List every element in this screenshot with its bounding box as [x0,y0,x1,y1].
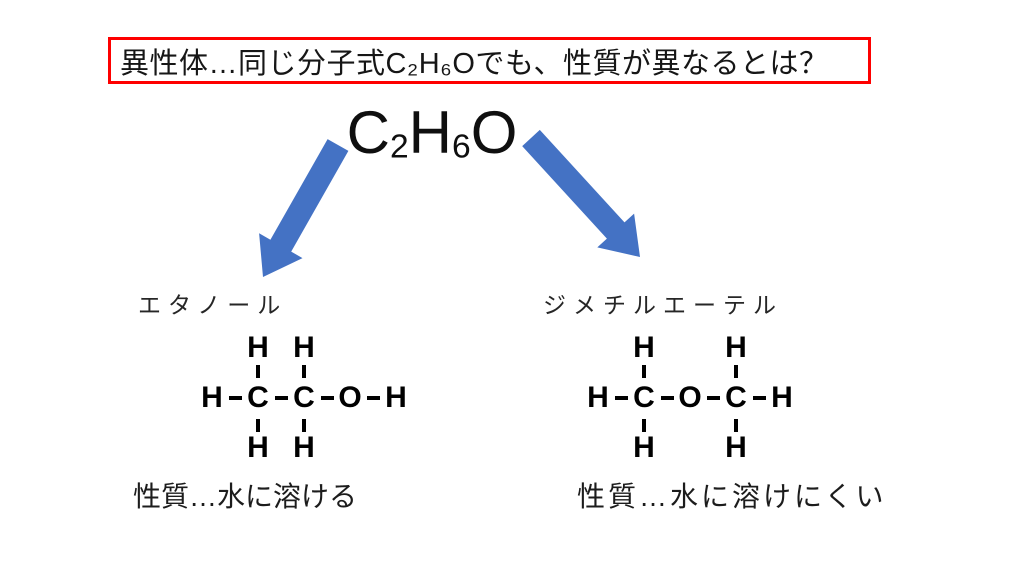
molecular-formula: C2H6O [332,101,532,180]
bond-horizontal [750,378,768,418]
atom-hydrogen: H [633,431,655,464]
atom-hydrogen: H [293,331,315,364]
atom-hydrogen: H [633,331,655,364]
atom-oxygen: O [678,381,702,414]
formula-symbol: O [470,99,518,166]
bond-vertical [722,364,750,378]
atom-hydrogen: H [385,381,407,414]
bond-horizontal [226,378,244,418]
formula-symbol: H [408,99,452,166]
atom-hydrogen: H [201,381,223,414]
ethanol-property: 性質…水に溶ける [133,481,358,512]
atom-hydrogen: H [247,431,269,464]
bond-vertical [630,364,658,378]
ethanol-structure: H H H C C O H H H [198,331,410,464]
down-right-arrow-icon [522,129,640,257]
bond-vertical [244,364,272,378]
bond-vertical [290,364,318,378]
atom-oxygen: O [338,381,362,414]
atom-carbon: C [293,381,315,414]
bond-vertical [722,418,750,432]
bond-horizontal [612,378,630,418]
atom-carbon: C [633,381,655,414]
bond-horizontal [272,378,290,418]
bond-vertical [290,418,318,432]
formula-subscript: 2 [389,128,409,166]
atom-hydrogen: H [725,431,747,464]
bond-vertical [244,418,272,432]
atom-hydrogen: H [247,331,269,364]
ethanol-label: エタノール [138,292,288,318]
atom-hydrogen: H [587,381,609,414]
atom-hydrogen: H [293,431,315,464]
bond-horizontal [704,378,722,418]
bond-horizontal [318,378,336,418]
atom-hydrogen: H [771,381,793,414]
atom-carbon: C [725,381,747,414]
slide-title: 異性体…同じ分子式C₂H₆Oでも、性質が異なるとは？ [120,47,829,80]
atom-carbon: C [247,381,269,414]
title-box: 異性体…同じ分子式C₂H₆Oでも、性質が異なるとは？ [108,37,871,84]
bond-horizontal [364,378,382,418]
atom-hydrogen: H [725,331,747,364]
formula-symbol: C [346,99,390,166]
bond-vertical [630,418,658,432]
bond-horizontal [658,378,676,418]
dimethyl-ether-label: ジメチルエーテル [543,292,783,318]
down-left-arrow-icon [259,139,349,277]
formula-subscript: 6 [452,128,471,166]
dimethyl-ether-structure: H H H C O C H H H [584,331,796,464]
dimethyl-ether-property: 性質…水に溶けにくい [577,481,887,512]
